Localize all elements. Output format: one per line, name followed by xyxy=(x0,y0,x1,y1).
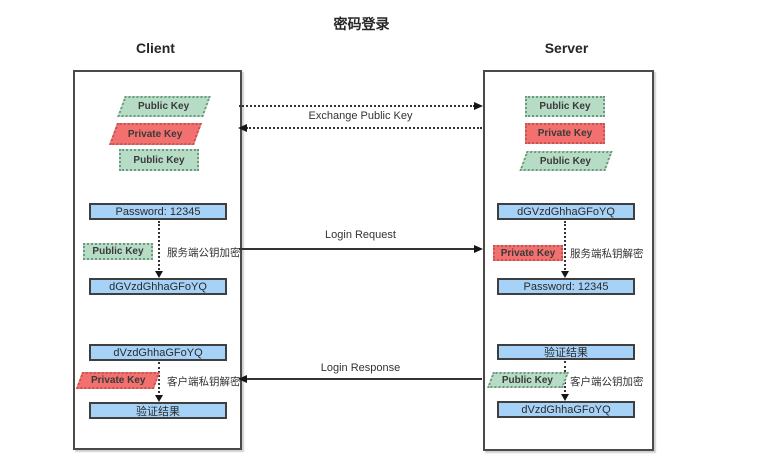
chip-label: Private Key xyxy=(90,375,146,386)
server-panel: Public Key Private Key Public Key dGVzdG… xyxy=(483,70,654,451)
chip-label: Public Key xyxy=(539,101,591,112)
password-box: Password: 12345 xyxy=(89,203,227,220)
arrowhead-left-icon xyxy=(238,124,247,132)
server-panel-title: Server xyxy=(544,40,589,56)
chip-label: Private Key xyxy=(537,128,593,139)
chip-label: Public Key xyxy=(502,374,554,386)
decrypt-note: 客户端私钥解密 xyxy=(167,376,241,388)
chip-server-public-key-small: Public Key xyxy=(83,243,153,260)
login-response-label: Login Response xyxy=(320,362,401,374)
chip-label: Public Key xyxy=(540,155,592,167)
chip-server-private-key: Private Key xyxy=(525,123,605,144)
password-box: Password: 12345 xyxy=(497,278,635,295)
exchange-arrow-right xyxy=(239,101,483,111)
chip-client-public-key: Public Key xyxy=(117,96,211,117)
result-box: 验证结果 xyxy=(497,344,635,360)
chip-label: Private Key xyxy=(500,247,556,259)
chip-client-public-key-small: Public Key xyxy=(487,372,569,388)
chip-client-public-key: Public Key xyxy=(519,151,613,171)
decrypt-arrow xyxy=(155,362,164,402)
chip-server-public-key: Public Key xyxy=(119,149,199,171)
decrypt-arrow xyxy=(561,221,570,278)
response-cipher-box: dVzdGhhaGFoYQ xyxy=(497,401,635,418)
chip-label: Private Key xyxy=(128,128,183,140)
login-request-arrow xyxy=(239,244,483,254)
cipher-box: dGVzdGhhaGFoYQ xyxy=(497,203,635,220)
encrypt-arrow xyxy=(155,221,164,278)
arrow-line xyxy=(158,362,160,397)
arrow-line xyxy=(239,248,475,250)
response-cipher-box: dVzdGhhaGFoYQ xyxy=(89,344,227,361)
arrow-line xyxy=(564,221,566,273)
chip-label: Public Key xyxy=(133,154,185,166)
arrow-line xyxy=(239,105,475,107)
arrow-line xyxy=(246,378,482,380)
exchange-label: Exchange Public Key xyxy=(308,110,413,122)
arrowhead-down-icon xyxy=(155,271,163,278)
arrowhead-down-icon xyxy=(561,271,569,278)
arrowhead-down-icon xyxy=(155,395,163,402)
arrowhead-right-icon xyxy=(474,245,483,253)
encrypt-note: 客户端公钥加密 xyxy=(570,376,644,388)
exchange-arrow-left xyxy=(238,123,482,133)
arrowhead-left-icon xyxy=(238,375,247,383)
arrow-line xyxy=(158,221,160,273)
login-request-label: Login Request xyxy=(325,229,396,241)
chip-client-private-key: Private Key xyxy=(108,123,203,145)
result-box: 验证结果 xyxy=(89,402,227,419)
arrowhead-right-icon xyxy=(474,102,483,110)
arrow-line xyxy=(246,127,482,129)
chip-server-public-key: Public Key xyxy=(525,96,605,117)
cipher-box: dGVzdGhhaGFoYQ xyxy=(89,278,227,295)
chip-label: Public Key xyxy=(92,246,144,257)
encrypt-note: 服务端公钥加密 xyxy=(167,247,241,259)
arrowhead-down-icon xyxy=(561,394,569,401)
login-response-arrow xyxy=(238,374,482,384)
chip-label: Public Key xyxy=(138,101,190,112)
chip-server-private-key-small: Private Key xyxy=(493,245,563,261)
decrypt-note: 服务端私钥解密 xyxy=(570,248,644,260)
chip-client-private-key-small: Private Key xyxy=(75,372,161,389)
client-panel-title: Client xyxy=(136,40,175,56)
page-title: 密码登录 xyxy=(333,16,390,32)
client-panel: Public Key Private Key Public Key Passwo… xyxy=(73,70,242,450)
